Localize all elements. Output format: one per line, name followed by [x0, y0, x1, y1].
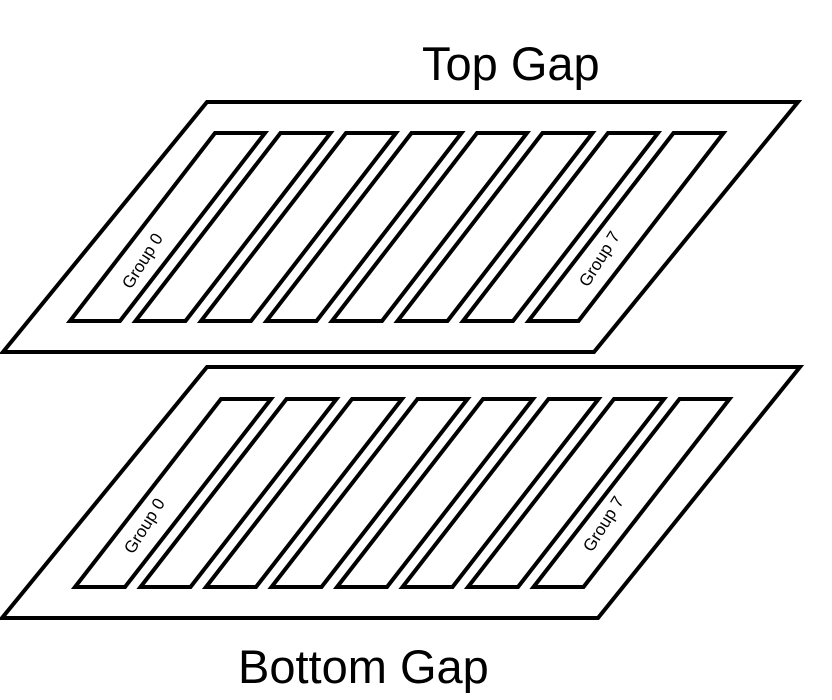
top-group-3	[262, 131, 466, 323]
bottom-gap-title: Bottom Gap	[238, 640, 489, 693]
top-group-2	[196, 131, 401, 323]
bottom-group-5	[398, 397, 603, 589]
top-gap-groups	[65, 131, 728, 323]
bottom-group-0	[70, 397, 276, 589]
top-group-1	[131, 131, 335, 323]
bottom-group-6	[463, 397, 669, 589]
bottom-gap-groups	[70, 397, 734, 589]
bottom-group-1	[136, 397, 341, 589]
top-group-7	[524, 131, 728, 323]
top-gap-title: Top Gap	[422, 37, 600, 90]
top-group-5	[393, 131, 597, 323]
bottom-group-7	[529, 397, 734, 589]
top-gap-panel: Group 0 Group 7	[0, 100, 803, 354]
top-group-6	[458, 131, 663, 323]
bottom-group-2	[201, 397, 407, 589]
bottom-gap-panel: Group 0 Group 7	[0, 365, 805, 620]
bottom-group-4	[332, 397, 538, 589]
top-group-0	[65, 131, 270, 323]
bottom-group-3	[267, 397, 472, 589]
top-group-4	[327, 131, 532, 323]
